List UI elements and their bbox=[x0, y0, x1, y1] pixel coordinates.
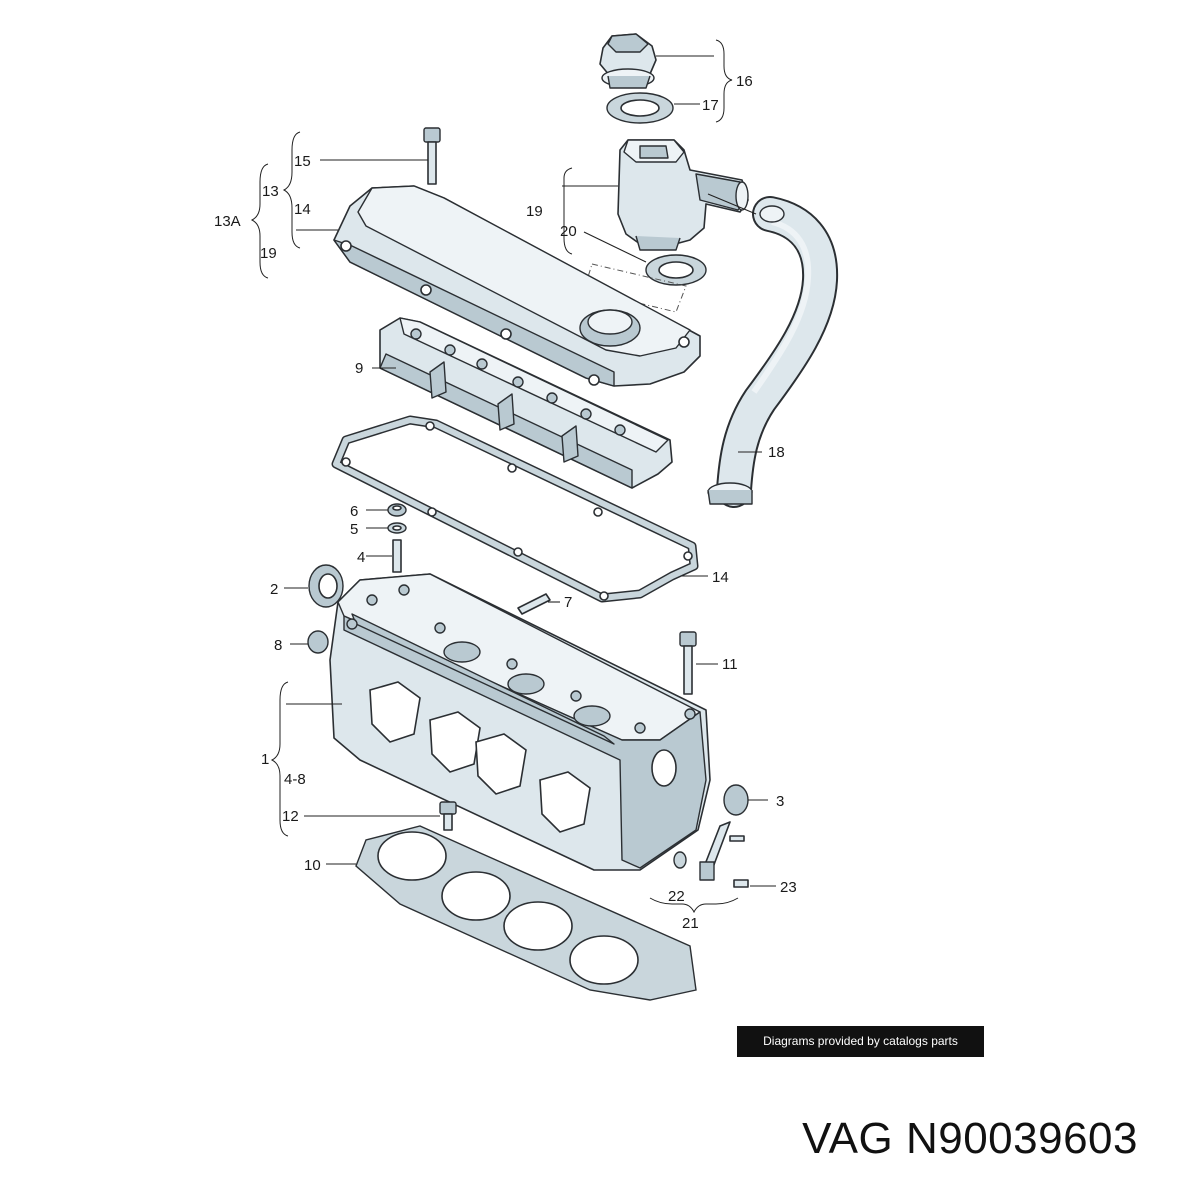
label-23: 23 bbox=[780, 879, 797, 896]
label-1: 1 bbox=[261, 751, 269, 768]
sender-bolt bbox=[733, 879, 749, 888]
leader-lines bbox=[284, 55, 776, 887]
breather-housing bbox=[617, 139, 749, 251]
label-18: 18 bbox=[768, 444, 785, 461]
oil-filler-cap bbox=[599, 33, 657, 89]
part-number-title: VAG N90039603 bbox=[802, 1114, 1138, 1163]
baffle-plate bbox=[379, 317, 673, 489]
seal-ring bbox=[606, 92, 674, 124]
label-20: 20 bbox=[560, 223, 577, 240]
label-10: 10 bbox=[304, 857, 321, 874]
label-9: 9 bbox=[355, 360, 363, 377]
credit-banner: Diagrams provided by catalogs parts bbox=[737, 1026, 984, 1057]
washer bbox=[387, 522, 407, 534]
cover-gasket bbox=[331, 415, 699, 603]
cover-bolt bbox=[423, 127, 441, 185]
head-bolt bbox=[679, 631, 697, 695]
label-2: 2 bbox=[270, 581, 278, 598]
label-16: 16 bbox=[736, 73, 753, 90]
label-12: 12 bbox=[282, 808, 299, 825]
label-19-left: 19 bbox=[260, 245, 277, 262]
label-14-gasket: 14 bbox=[712, 569, 729, 586]
label-4-8: 4-8 bbox=[284, 771, 306, 788]
stud-angled bbox=[517, 593, 551, 615]
breather-hose bbox=[707, 196, 839, 508]
label-5: 5 bbox=[350, 521, 358, 538]
breather-seal bbox=[645, 254, 707, 286]
callout-labels: 16 17 15 13 14 13A 19 19 20 9 18 6 5 4 1… bbox=[214, 73, 797, 932]
label-6: 6 bbox=[350, 503, 358, 520]
brackets bbox=[250, 39, 739, 914]
label-14-top: 14 bbox=[294, 201, 311, 218]
shaft-seal bbox=[308, 564, 344, 608]
cylinder-head bbox=[329, 573, 711, 871]
label-19: 19 bbox=[526, 203, 543, 220]
label-4: 4 bbox=[357, 549, 365, 566]
sealing-plug bbox=[307, 630, 329, 654]
label-3: 3 bbox=[776, 793, 784, 810]
valve-cover bbox=[333, 185, 701, 387]
sender-bracket bbox=[699, 821, 745, 881]
small-bolt bbox=[439, 801, 457, 831]
label-13: 13 bbox=[262, 183, 279, 200]
label-22: 22 bbox=[668, 888, 685, 905]
label-17: 17 bbox=[702, 97, 719, 114]
seal-washer bbox=[673, 851, 687, 869]
label-11: 11 bbox=[722, 656, 738, 673]
label-7: 7 bbox=[564, 594, 572, 611]
head-gasket bbox=[355, 825, 697, 1001]
nut bbox=[387, 503, 407, 517]
label-15: 15 bbox=[294, 153, 311, 170]
stud bbox=[392, 539, 402, 573]
label-13a: 13A bbox=[214, 213, 241, 230]
label-8: 8 bbox=[274, 637, 282, 654]
label-21: 21 bbox=[682, 915, 699, 932]
plug bbox=[723, 784, 749, 816]
